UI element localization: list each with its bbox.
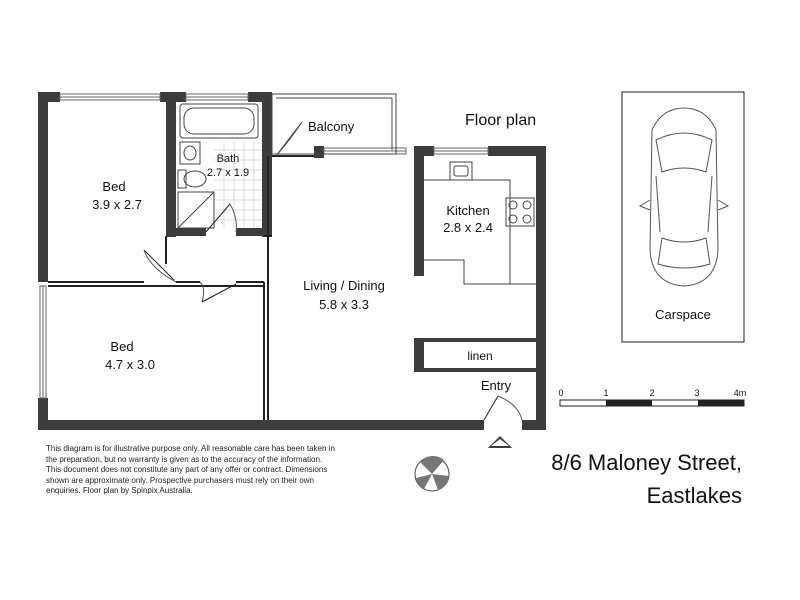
bath-size: 2.7 x 1.9 [207, 167, 249, 179]
windows [39, 93, 489, 399]
address-line-2: Eastlakes [646, 483, 742, 508]
disclaimer-line: the preparation, but no warranty is give… [46, 454, 323, 464]
bed2-size: 4.7 x 3.0 [105, 357, 155, 372]
entry-door [483, 395, 499, 421]
linen-name: linen [467, 349, 492, 363]
entry-name: Entry [481, 378, 512, 393]
toilet-bowl [183, 170, 207, 188]
living-size: 5.8 x 3.3 [319, 297, 369, 312]
bathtub-inner [183, 107, 255, 135]
scale-tick-2: 2 [649, 388, 654, 398]
kitchen-size: 2.8 x 2.4 [443, 220, 493, 235]
disclaimer-line: enquiries. Floor plan by Spinpix Austral… [46, 486, 193, 496]
bath-name: Bath [217, 153, 240, 165]
scale-tick-1: 1 [603, 388, 608, 398]
kitchen-name: Kitchen [446, 203, 489, 218]
wall-kitchen-west [414, 146, 424, 276]
bed1-size: 3.9 x 2.7 [92, 197, 142, 212]
carspace-outline [621, 91, 745, 343]
wall-south [38, 420, 484, 430]
disclaimer-line: shown are approximate only. Prospective … [46, 475, 314, 485]
compass-icon [414, 455, 450, 492]
bathtub [179, 103, 259, 139]
wall-bath-north-right [248, 92, 272, 102]
walls [38, 92, 546, 430]
floor-tiles [214, 142, 262, 228]
disclaimer: This diagram is for illustrative purpose… [46, 444, 366, 497]
floor-plan-title: Floor plan [465, 112, 537, 129]
wall-linen-bottom [414, 368, 536, 372]
wall-east [536, 146, 546, 430]
bed2-door [201, 283, 237, 303]
property-address: 8/6 Maloney Street, Eastlakes [551, 446, 742, 512]
wall-linen-west [414, 338, 424, 372]
wall-bath-west [166, 92, 176, 237]
toilet-cistern [177, 169, 187, 189]
wall-bath-south-left [166, 228, 206, 236]
wall-south-right [522, 420, 546, 430]
disclaimer-line: This document does not constitute any pa… [46, 465, 328, 475]
wall-west-lower [38, 398, 48, 430]
scale-tick-3: 3 [694, 388, 699, 398]
balcony-name: Balcony [308, 119, 355, 134]
scale-tick-0: 0 [558, 388, 563, 398]
doors [143, 249, 523, 421]
interior-walls [48, 155, 314, 420]
carspace: Carspace [621, 91, 745, 343]
carspace-name: Carspace [655, 307, 711, 322]
disclaimer-line: This diagram is for illustrative purpose… [46, 444, 335, 453]
balcony-outline [271, 93, 397, 155]
scale-tick-4: 4m [734, 388, 747, 398]
wall-west-upper [38, 92, 48, 282]
kitchen-bench-lower [424, 259, 536, 285]
wall-north-corner-left [38, 92, 60, 102]
kitchen-fixtures [424, 161, 536, 285]
wall-balcony-post [314, 146, 324, 158]
bed2-name: Bed [110, 339, 133, 354]
bath-fixtures [177, 103, 262, 233]
kitchen-sink [449, 161, 473, 181]
living-name: Living / Dining [303, 278, 385, 293]
basin [179, 141, 201, 165]
bed1-name: Bed [102, 179, 125, 194]
car-icon [638, 107, 730, 287]
bath-door [205, 203, 231, 233]
scale-bar: 0 1 2 3 4m [558, 388, 747, 407]
wall-kitchen-north-right [488, 146, 546, 156]
wall-bath-south-right [236, 228, 272, 236]
bed1-door [143, 249, 175, 281]
balcony [271, 93, 397, 157]
wall-linen-top [414, 338, 536, 342]
cooktop [505, 197, 535, 227]
address-line-1: 8/6 Maloney Street, [551, 450, 742, 475]
